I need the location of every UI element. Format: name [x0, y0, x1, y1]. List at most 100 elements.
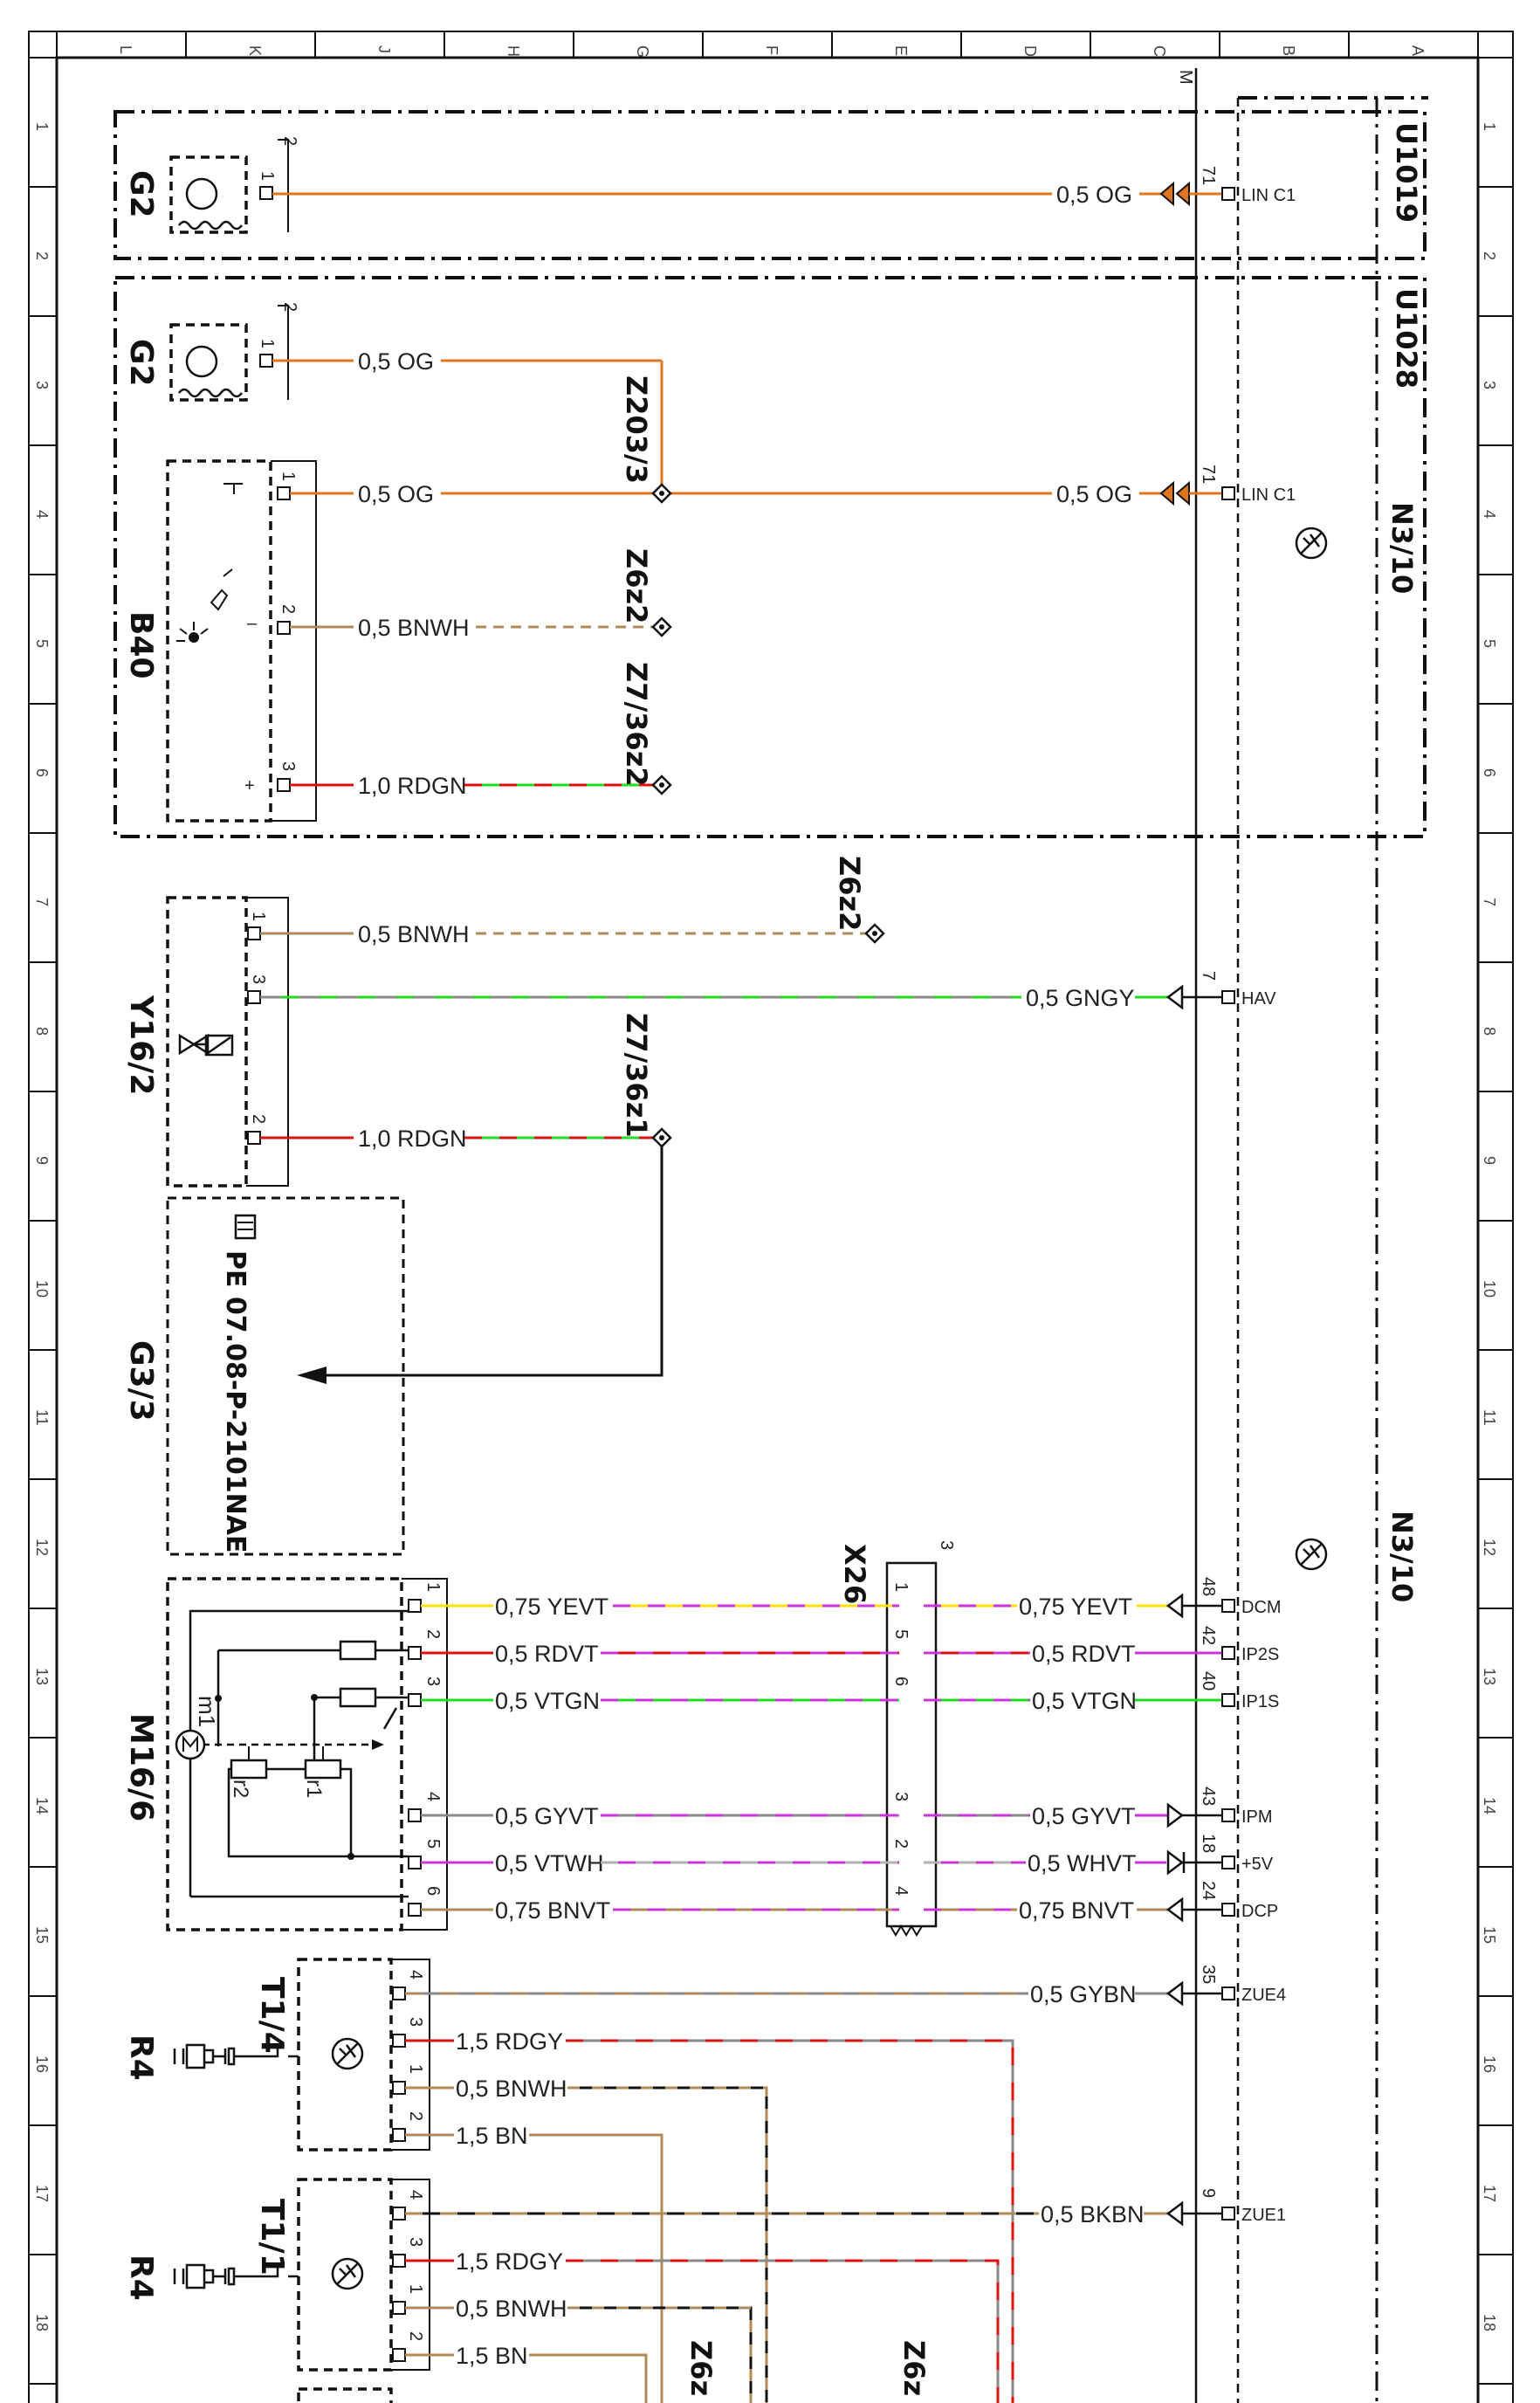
y16-label: Y16/2 — [123, 995, 159, 1095]
connector-label: IPM — [1241, 1807, 1273, 1827]
row-label: 10 — [33, 1280, 51, 1298]
coil-symbol-icon — [336, 2042, 359, 2065]
row-label: 14 — [33, 1797, 51, 1814]
pin-number: 4 — [406, 1970, 425, 1980]
n3-10-label-a: N3/10 — [1385, 502, 1419, 594]
spark-plug-icon — [173, 2263, 279, 2289]
grid-column-labels: L K J H G F E D C B A — [117, 45, 1427, 58]
y16-box — [166, 896, 248, 1188]
pin-box — [277, 778, 291, 792]
pin-box — [1221, 990, 1235, 1004]
pin-box — [1221, 1903, 1235, 1917]
wire-label: 0,75 BNVT — [1019, 1897, 1134, 1924]
motor-icon — [175, 1729, 206, 1760]
connector-label: IP2S — [1241, 1645, 1279, 1664]
g2-top-box — [169, 155, 248, 234]
pin-box — [408, 1646, 422, 1660]
wire-bn-1b — [529, 2133, 663, 2403]
pin-number: 1 — [423, 1582, 443, 1592]
b40-component: B40 – + 1 2 3 — [123, 459, 317, 823]
wire-label: 1,0 RDGN — [358, 1126, 467, 1152]
wire-label: 1,5 BN — [456, 2123, 528, 2149]
pin-number: 2 — [406, 2331, 425, 2341]
grid-row-ticks — [29, 57, 1513, 2385]
row-label: 14 — [1481, 1797, 1498, 1814]
pin-number: 4 — [406, 2190, 425, 2200]
row-label: 8 — [33, 1027, 51, 1036]
pin-number: 40 — [1199, 1671, 1218, 1690]
col-label: K — [246, 45, 264, 56]
wire-label: 0,75 BNVT — [495, 1897, 610, 1924]
row-label: 7 — [1481, 898, 1498, 906]
t1-1-box — [297, 2178, 393, 2372]
n3-10-label-b: N3/10 — [1385, 1511, 1419, 1602]
coil-symbol-icon — [336, 2262, 359, 2285]
pin-number: 2 — [278, 604, 298, 614]
wave-icon — [178, 220, 243, 231]
pin-box — [392, 2207, 406, 2221]
wire-label: 0,5 GYVT — [1032, 1803, 1136, 1829]
connector-label: ZUE1 — [1241, 2206, 1286, 2225]
connector-label: ZUE4 — [1241, 1986, 1286, 2005]
wire-label: 0,75 YEVT — [495, 1594, 608, 1620]
m16-internal-wire — [227, 1809, 351, 1858]
g3-3-label: G3/3 — [123, 1340, 159, 1422]
b40-sensor-mark — [223, 483, 243, 494]
u1028-label: U1028 — [1390, 288, 1423, 389]
r4-a-label: R4 — [123, 2035, 159, 2081]
pin-number: 7 — [1199, 971, 1218, 981]
splice-dot — [659, 624, 664, 630]
pin-number: 5 — [423, 1839, 443, 1849]
splice-label: Z7/36z2 — [620, 662, 653, 787]
pin-number: 71 — [1199, 166, 1218, 185]
pin-box — [1221, 2207, 1235, 2221]
m16-internal-wire — [227, 1767, 409, 1858]
resistor-label: r1 — [302, 1780, 326, 1798]
row-label: 18 — [1481, 2314, 1498, 2331]
row-label: 11 — [1481, 1409, 1498, 1426]
pin-box — [392, 2081, 406, 2095]
wire-label: 0,5 WHVT — [1028, 1850, 1137, 1876]
y16-2-valve: Y16/2 1 3 2 — [123, 896, 289, 1188]
col-label: L — [117, 45, 134, 54]
pin-box — [408, 1856, 422, 1869]
wire-label: 1,5 RDGY — [456, 2028, 563, 2055]
pin-number: 1 — [406, 2284, 425, 2294]
splice-label: Z6z — [684, 2340, 718, 2396]
sensor-icon — [185, 345, 218, 378]
pin-box — [1221, 1808, 1235, 1822]
pin-box — [277, 486, 291, 500]
pin-box — [259, 354, 273, 368]
row-label: 9 — [33, 1156, 51, 1165]
wire-label: 0,5 BNWH — [456, 2076, 567, 2102]
wire-label: 0,5 GYVT — [495, 1803, 599, 1829]
pin-box — [1221, 486, 1235, 500]
pin-number: 3 — [249, 974, 268, 984]
wire-label: 0,5 OG — [1056, 481, 1132, 507]
m16-bracket — [402, 1578, 448, 1931]
wire-bnwh-4c — [567, 2306, 753, 2403]
m16-wire-group: 0,75 YEVT 0,75 YEVT 48 DCM 0,5 RDVT 0,5 … — [421, 1577, 1282, 1924]
splice-dot — [872, 931, 877, 936]
pin-box — [247, 926, 261, 940]
pin-box — [392, 2301, 406, 2315]
pin-number: 4 — [423, 1792, 443, 1801]
pin-number: 2 — [280, 136, 299, 146]
next-component-box — [297, 2387, 393, 2403]
row-label: 16 — [1481, 2055, 1498, 2073]
col-label: F — [763, 45, 780, 55]
splice-label: Z7/36z1 — [620, 1013, 653, 1138]
col-label: C — [1151, 45, 1168, 57]
wire-label: 0,5 BNWH — [456, 2296, 567, 2322]
row-label: 15 — [1481, 1926, 1498, 1944]
pin-number: 42 — [1199, 1626, 1218, 1645]
pin-box — [392, 2348, 406, 2362]
wire-label: 1,0 RDGN — [358, 773, 467, 799]
wire-rdgy-1c — [566, 2039, 1014, 2403]
ref-leader-line — [321, 1146, 663, 1377]
connector-label: +5V — [1241, 1855, 1274, 1874]
pin-number: 1 — [406, 2064, 425, 2074]
pin-number: 1 — [258, 171, 277, 181]
u1019-label: U1019 — [1390, 122, 1423, 223]
n3-10-module-icon-a — [1295, 527, 1328, 560]
